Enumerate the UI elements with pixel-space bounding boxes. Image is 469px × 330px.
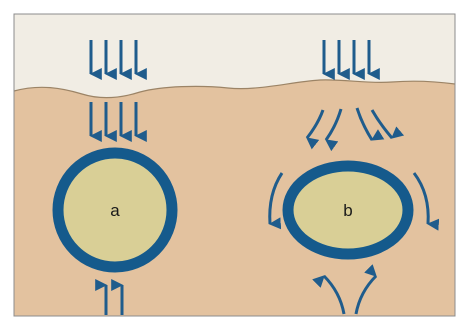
pipe-b-label: b <box>343 201 352 220</box>
pipe-a-label: a <box>110 201 120 220</box>
pipe-a: a <box>58 153 172 267</box>
pipe-b: b <box>288 166 408 254</box>
